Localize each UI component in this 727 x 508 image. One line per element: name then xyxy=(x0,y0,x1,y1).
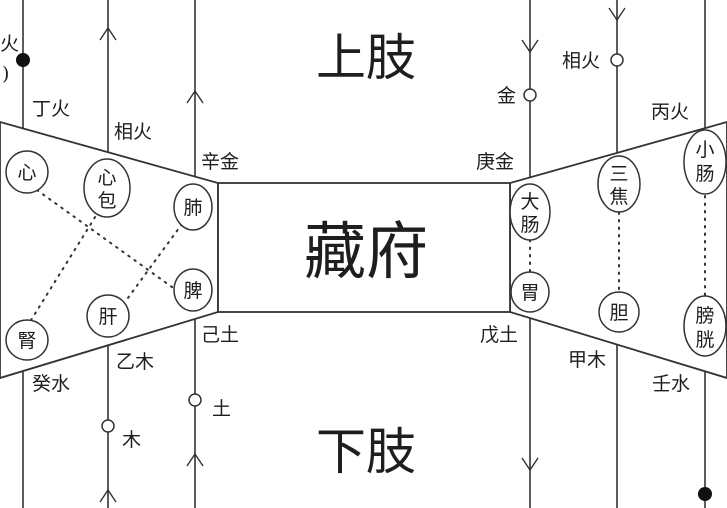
title-bg xyxy=(300,20,430,84)
organ-sanjiao-label-1: 三 xyxy=(609,163,628,185)
organ-node-sanjiao xyxy=(597,155,641,213)
organ-node-pericardium xyxy=(83,158,131,218)
organ-gallbladder-label: 胆 xyxy=(609,302,628,324)
label-mu: 木 xyxy=(122,429,141,451)
label-tu: 土 xyxy=(212,398,231,420)
organ-node-stomach xyxy=(510,271,550,313)
arrow-down-icon xyxy=(608,7,626,22)
lower-limb-title: 下肢 xyxy=(316,423,416,481)
label-fire-top-left: 火 xyxy=(0,33,19,55)
organ-node-gallbladder xyxy=(598,291,640,333)
label-ding-huo: 丁火 xyxy=(32,98,70,120)
label-geng-jin: 庚金 xyxy=(476,151,514,173)
organ-node-liver xyxy=(86,294,130,338)
organ-node-spleen xyxy=(173,268,213,312)
organ-sanjiao-label-2: 焦 xyxy=(609,186,628,208)
point-circle-icon xyxy=(523,88,537,102)
label-gui-shui: 癸水 xyxy=(32,373,70,395)
organ-liver-label: 肝 xyxy=(98,306,117,328)
organ-bladder-label-2: 胱 xyxy=(695,329,714,351)
label-ji-tu: 己土 xyxy=(201,324,239,346)
organ-large-intestine-label-2: 肠 xyxy=(520,214,539,236)
arrow-up-icon xyxy=(99,488,117,503)
organ-heart-label: 心 xyxy=(17,162,36,184)
organ-node-lung xyxy=(173,183,213,231)
connection-lung-liver xyxy=(124,223,183,303)
organ-spleen-label: 脾 xyxy=(183,280,202,302)
label-xin-jin: 辛金 xyxy=(201,151,239,173)
organ-small-intestine-label-1: 小 xyxy=(695,139,714,161)
organ-node-bladder xyxy=(683,295,727,357)
label-jia-mu: 甲木 xyxy=(568,349,606,371)
point-circle-icon xyxy=(188,393,202,407)
organ-pericardium-label-2: 包 xyxy=(97,190,116,212)
point-dot-icon xyxy=(16,53,30,67)
label-xiang-huo-right: 相火 xyxy=(562,50,600,72)
arrow-up-icon xyxy=(99,26,117,41)
organ-node-small-intestine xyxy=(683,129,727,195)
organ-large-intestine-label-1: 大 xyxy=(520,191,539,213)
label-ren-shui: 壬水 xyxy=(652,373,690,395)
arrow-up-icon xyxy=(186,452,204,467)
organ-bladder-label-1: 膀 xyxy=(695,305,714,327)
organ-pericardium-label-1: 心 xyxy=(97,167,116,189)
label-yi-mu: 乙木 xyxy=(116,351,154,373)
organ-small-intestine-label-2: 肠 xyxy=(695,163,714,185)
organ-node-heart xyxy=(5,150,49,194)
arrow-down-icon xyxy=(521,39,539,54)
organ-node-large-intestine xyxy=(509,183,551,241)
organ-lung-label: 肺 xyxy=(183,197,202,219)
organ-node-kidney xyxy=(5,319,49,361)
organ-kidney-label: 腎 xyxy=(17,330,36,352)
point-circle-icon xyxy=(610,53,624,67)
center-box xyxy=(217,182,511,313)
arrow-up-icon xyxy=(186,89,204,104)
point-circle-icon xyxy=(101,419,115,433)
label-fire-top-left-sub: ) xyxy=(2,63,9,85)
label-xiang-huo-left: 相火 xyxy=(114,121,152,143)
arrow-down-icon xyxy=(521,457,539,472)
label-jin: 金 xyxy=(497,85,516,107)
upper-limb-title: 上肢 xyxy=(316,29,416,87)
point-dot-icon xyxy=(698,487,712,501)
label-bing-huo: 丙火 xyxy=(651,101,689,123)
connection-pericardium-kidney xyxy=(27,197,108,326)
label-wu-tu: 戊土 xyxy=(480,324,518,346)
center-title: 藏府 xyxy=(304,215,428,288)
connection-heart-spleen xyxy=(36,189,177,291)
title-bg xyxy=(300,414,430,478)
organ-stomach-label: 胃 xyxy=(520,282,539,304)
